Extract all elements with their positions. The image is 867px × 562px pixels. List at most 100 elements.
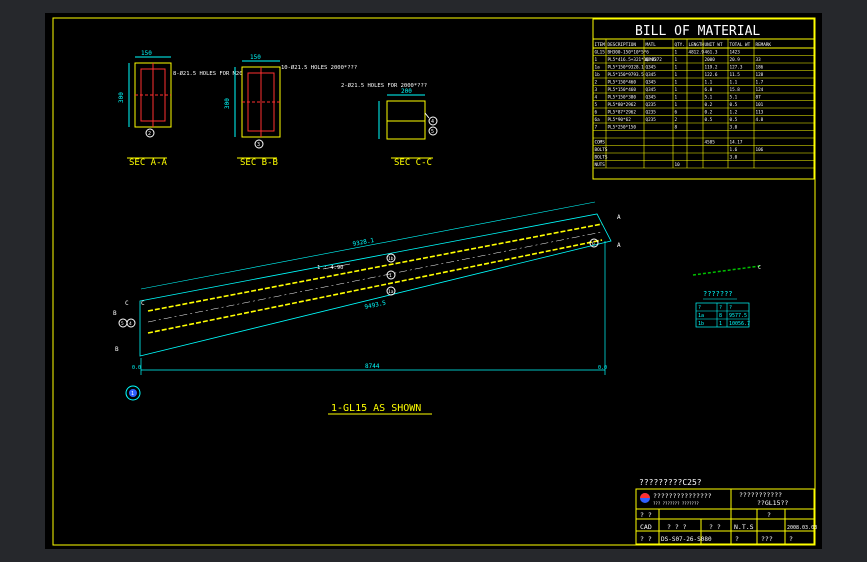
dim-top: 9328.1 xyxy=(352,237,375,248)
length-table-cell: 9577.5 xyxy=(729,313,747,319)
left-base: 0.0 xyxy=(132,365,141,371)
axis-balloon: 1 xyxy=(131,391,134,397)
bom-cell: 4585 xyxy=(705,140,716,146)
bom-header-4: LENGTH xyxy=(689,42,705,48)
tb-date: 2008.03.03 xyxy=(787,525,817,531)
bom-cell: 0.2 xyxy=(705,102,713,108)
bom-cell: 1 xyxy=(675,95,678,101)
drawing-name: ??????????? xyxy=(739,491,782,499)
bom-cell: Q345 xyxy=(646,65,657,71)
length-table-cell: 1a xyxy=(698,313,704,319)
bom-cell: 10 xyxy=(675,162,681,168)
bom-header-2: MATL xyxy=(646,42,657,48)
bom-header-7: REMARK xyxy=(756,42,772,48)
tb-label-3: ? ? xyxy=(640,535,652,543)
sec-a-label: SEC A-A xyxy=(129,158,168,168)
balloon-top: 1b xyxy=(388,256,394,262)
bom-header-3: QTY. xyxy=(675,42,685,48)
length-table-cell: ? xyxy=(698,305,701,311)
bom-cell: 119.2 xyxy=(705,65,718,71)
marker-b-left2: B xyxy=(115,346,119,353)
tb-sheet-3: ? xyxy=(789,535,793,543)
elevation-title: 1-GL15 AS SHOWN xyxy=(331,403,421,414)
bom-cell: 8 xyxy=(675,125,678,131)
company-name: ??????????????? xyxy=(653,492,712,500)
section-c-c: 200 2-Ø21.5 HOLES FOR 2000*??? 4 5 SEC C… xyxy=(341,82,438,168)
sec-a-dim-side: 300 xyxy=(118,92,125,103)
bom-cell: 0.5 xyxy=(705,117,713,123)
sec-a-balloon: 2 xyxy=(148,131,151,137)
svg-text:C: C xyxy=(758,265,761,271)
marker-a-top: A xyxy=(617,214,621,221)
sec-a-note: 8-Ø21.5 HOLES FOR M20 xyxy=(173,70,243,77)
bom-cell: PL5*150*460 xyxy=(608,80,637,86)
bom-cell: 5 xyxy=(595,102,598,108)
bom-cell: Q345 xyxy=(646,95,657,101)
sec-c-label: SEC C-C xyxy=(394,158,432,168)
section-b-b: 150 300 10-Ø21.5 HOLES 2000*??? 3 SEC B-… xyxy=(224,54,357,168)
tb-sign-1: ? ? ? xyxy=(667,523,687,531)
bom-cell: 1 xyxy=(675,65,678,71)
balloon-right: 6 xyxy=(592,241,595,247)
bom-cell: PL5*416.5+321*10*9372 xyxy=(608,57,663,63)
sec-b-dim-side: 300 xyxy=(224,98,231,109)
drawing-sub: ??GL15?? xyxy=(757,499,788,507)
bom-cell: Q345 xyxy=(646,72,657,78)
marker-c-left2: C xyxy=(141,300,145,307)
bom-cell: 0.5 xyxy=(730,102,738,108)
tb-scale: N.T.S xyxy=(734,523,754,531)
bom-cell: 1.2 xyxy=(730,110,738,116)
bom-cell: Q235 xyxy=(646,102,657,108)
bom-cell: 2000 xyxy=(705,57,716,63)
marker-b-left: B xyxy=(113,310,117,317)
bom-cell: 1423 xyxy=(730,50,741,56)
bom-cell: 0.5 xyxy=(730,117,738,123)
bom-cell: 6 xyxy=(675,110,678,116)
bom-cell: Q345 xyxy=(646,57,657,63)
tb-label-1: ? ? xyxy=(640,511,652,519)
tb-label-2: CAD xyxy=(640,523,652,531)
bom-cell: PL5*80*2962 xyxy=(608,102,637,108)
bom-cell: PL5*150*460 xyxy=(608,87,637,93)
bom-cell: 4.8 xyxy=(756,117,764,123)
sec-b-note: 10-Ø21.5 HOLES 2000*??? xyxy=(281,64,357,71)
beam-elevation: 9328.1 9493.5 8744 0.0 0.0 1 : 4.90 1b 1… xyxy=(113,201,621,415)
bom-cell: 186 xyxy=(756,65,764,71)
bom-cell: 124 xyxy=(756,87,764,93)
bom-cell: 1.7 xyxy=(756,80,764,86)
bom-cell: 87 xyxy=(756,95,762,101)
sec-c-note: 2-Ø21.5 HOLES FOR 2000*??? xyxy=(341,82,427,89)
tb-sheet-2: ??? xyxy=(761,535,773,543)
bom-cell: 1 xyxy=(675,87,678,93)
bom-cell: 1.1 xyxy=(705,80,713,86)
bom-cell: Q345 xyxy=(646,80,657,86)
bom-cell: PL5*87*2962 xyxy=(608,110,637,116)
bom-cell: 1 xyxy=(675,102,678,108)
bom-cell: 128 xyxy=(756,72,764,78)
project-title: ?????????C25? xyxy=(639,478,702,487)
bom-cell: 14.17 xyxy=(730,140,743,146)
bom-cell: 1a xyxy=(595,65,601,71)
bom-cell: 6.8 xyxy=(705,87,713,93)
length-table-cell: 8 xyxy=(719,313,722,319)
bom-cell: PL5*250*150 xyxy=(608,125,637,131)
bom-cell: 4812.9 xyxy=(689,50,705,56)
bom-cell: 101 xyxy=(756,102,764,108)
length-table-cell: ? xyxy=(729,305,732,311)
bom-cell: BOLTS xyxy=(595,147,608,153)
tb-sign-2: ? ? xyxy=(709,523,721,531)
bom-cell: COMS xyxy=(595,140,606,146)
bom-cell: 1b xyxy=(595,72,601,78)
balloon-left: 5 xyxy=(121,321,124,327)
bom-cell: 127.3 xyxy=(730,65,743,71)
bom-cell: 1 xyxy=(675,50,678,56)
bom-cell: PL5*150*9793.5 xyxy=(608,72,645,78)
balloon-ref: 4 xyxy=(129,321,132,327)
bom-cell: 1 xyxy=(675,72,678,78)
marker-c-left: C xyxy=(125,300,129,307)
bom-cell: 6a xyxy=(595,117,601,123)
bom-cell: 106 xyxy=(756,147,764,153)
